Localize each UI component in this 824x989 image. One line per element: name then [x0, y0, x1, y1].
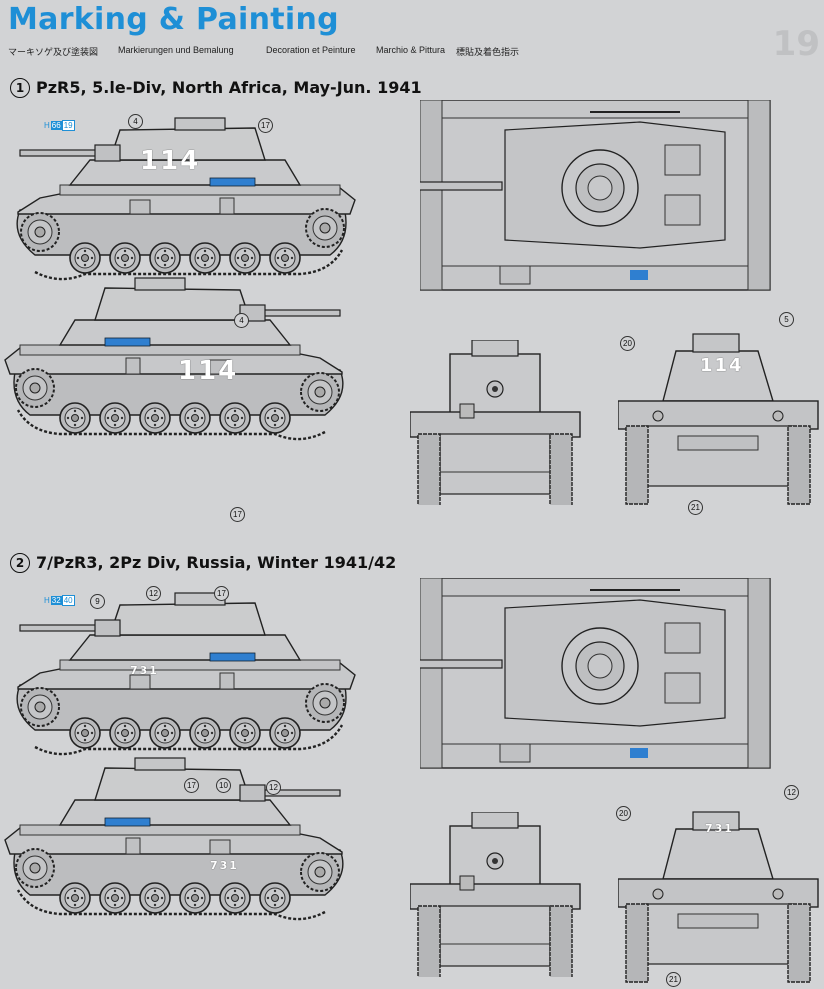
lang-italian: Marchio & Pittura: [376, 45, 446, 55]
lang-german: Markierungen und Bemalung: [118, 45, 234, 55]
callout: 12: [266, 780, 281, 795]
callout: 9: [90, 594, 105, 609]
callout: 21: [666, 972, 681, 987]
scheme-1-number: 1: [10, 78, 30, 98]
scheme-2-rear-turret-number: 731: [705, 822, 734, 835]
callout: 12: [784, 785, 799, 800]
callout: 4: [128, 114, 143, 129]
lang-chinese: 標貼及着色指示: [456, 47, 520, 57]
scheme-2-turret-number-left: 731: [130, 664, 159, 677]
scheme-1-rear-turret-number: 114: [700, 355, 744, 376]
scheme-1-turret-number-right: 114: [178, 356, 239, 386]
lang-japanese: マーキソゲ及び塗装図: [8, 47, 99, 57]
callout: 20: [616, 806, 631, 821]
callout: 12: [146, 586, 161, 601]
scheme-1-top-view: [420, 100, 780, 295]
page-title: Marking & Painting: [8, 2, 339, 37]
callout: 5: [779, 312, 794, 327]
scheme-1-side-view-right: [0, 160, 370, 500]
callout: 4: [234, 313, 249, 328]
lang-french: Decoration et Peinture: [266, 45, 356, 55]
scheme-1-turret-number-left: 114: [140, 146, 201, 176]
page-number: 19: [772, 24, 820, 64]
scheme-1-front-view: [410, 340, 585, 505]
scheme-2-side-view-right: [0, 640, 370, 980]
callout: 21: [688, 500, 703, 515]
callout: 17: [258, 118, 273, 133]
callout: 17: [230, 507, 245, 522]
scheme-2-top-view: [420, 578, 780, 773]
callout: 20: [620, 336, 635, 351]
callout: 17: [184, 778, 199, 793]
scheme-2-title: 2 7/PzR3, 2Pz Div, Russia, Winter 1941/42: [10, 553, 396, 573]
scheme-1-title: 1 PzR5, 5.le-Div, North Africa, May-Jun. …: [10, 78, 422, 98]
scheme-2-turret-number-right: 731: [210, 859, 239, 872]
callout: 10: [216, 778, 231, 793]
scheme-2-front-view: [410, 812, 585, 977]
scheme-1-label: PzR5, 5.le-Div, North Africa, May-Jun. 1…: [36, 78, 422, 97]
callout: 17: [214, 586, 229, 601]
scheme-2-number: 2: [10, 553, 30, 573]
scheme-2-label: 7/PzR3, 2Pz Div, Russia, Winter 1941/42: [36, 553, 397, 572]
